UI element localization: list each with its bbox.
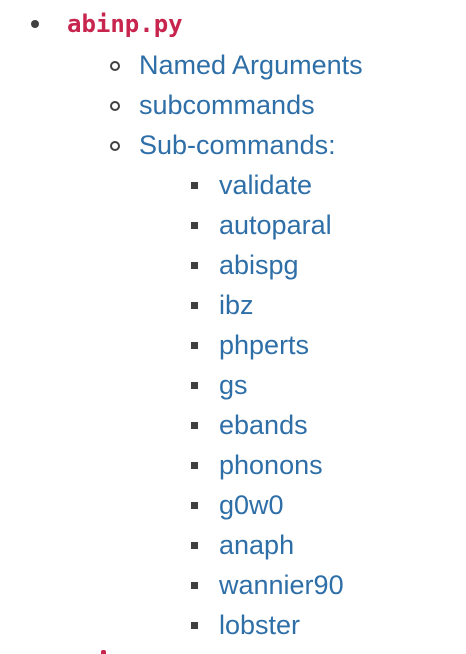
bullet-square-icon — [191, 262, 198, 269]
bullet-square-icon — [191, 342, 198, 349]
toc-link-phonons[interactable]: phonons — [219, 450, 323, 480]
bullet-disc-icon — [31, 20, 39, 28]
bullet-square-icon — [191, 182, 198, 189]
bullet-square-icon — [191, 382, 198, 389]
toc-link-autoparal[interactable]: autoparal — [219, 210, 332, 240]
bullet-square-icon — [191, 582, 198, 589]
bullet-circle-icon — [110, 101, 120, 111]
toc-link-abinp-py[interactable]: abinp.py — [67, 10, 183, 38]
bullet-square-icon — [191, 462, 198, 469]
toc-link-phperts[interactable]: phperts — [219, 330, 310, 360]
bullet-square-icon — [191, 622, 198, 629]
bullet-square-icon — [191, 502, 198, 509]
bullet-circle-icon — [110, 61, 120, 71]
toc-link-ibz[interactable]: ibz — [219, 290, 254, 320]
toc-link-ebands[interactable]: ebands — [219, 410, 308, 440]
toc-link-gs[interactable]: gs — [219, 370, 248, 400]
toc-link-named-arguments[interactable]: Named Arguments — [139, 50, 363, 80]
toc-link-wannier90[interactable]: wannier90 — [219, 570, 344, 600]
bullet-square-icon — [191, 542, 198, 549]
bullet-circle-icon — [110, 141, 120, 151]
bullet-square-icon — [191, 222, 198, 229]
bullet-square-icon — [191, 422, 198, 429]
bullet-square-icon — [191, 302, 198, 309]
next-item-fragment — [101, 650, 106, 654]
toc-link-subcommands[interactable]: subcommands — [139, 90, 315, 120]
toc-link-validate[interactable]: validate — [219, 170, 313, 200]
toc-link-g0w0[interactable]: g0w0 — [219, 490, 284, 520]
toc-link-abispg[interactable]: abispg — [219, 250, 299, 280]
toc-link-lobster[interactable]: lobster — [219, 610, 301, 640]
toc-link-anaph[interactable]: anaph — [219, 530, 295, 560]
toc-link-sub-commands[interactable]: Sub-commands: — [139, 130, 336, 160]
